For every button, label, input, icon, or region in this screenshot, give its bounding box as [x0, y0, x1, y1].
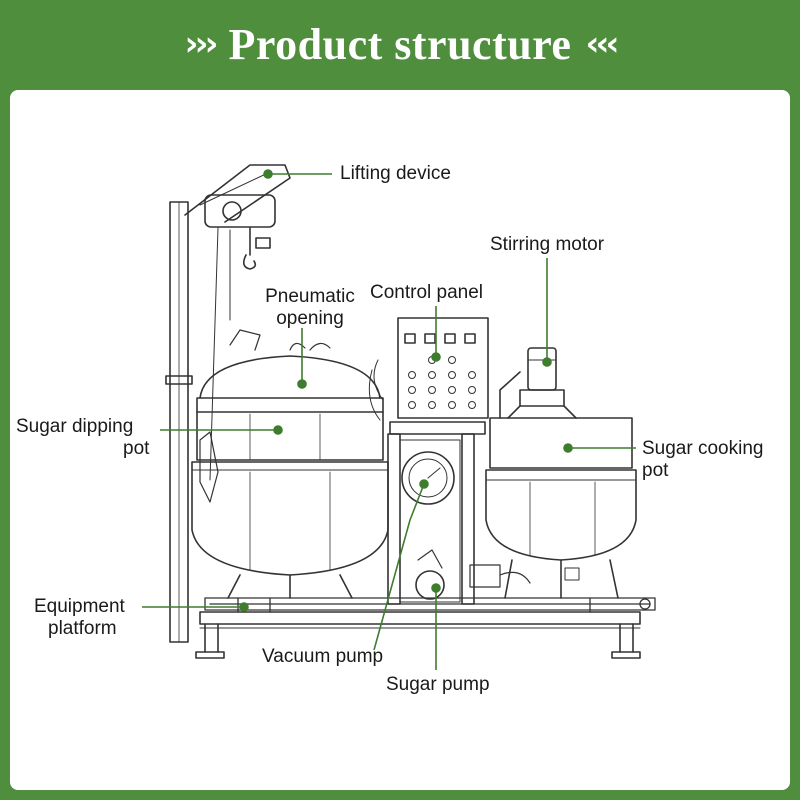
- label-sugar-pump: Sugar pump: [386, 674, 490, 695]
- machine-diagram: [142, 164, 656, 670]
- label-sugar-dipping-line1: Sugar dipping: [16, 416, 134, 437]
- control-cabinet-sketch: [368, 317, 489, 605]
- label-sugar-dipping-pot: Sugar dipping pot: [16, 416, 149, 460]
- label-pneumatic-line2: opening: [276, 308, 344, 329]
- page-title: ››› Product structure ‹‹‹: [184, 19, 619, 70]
- crane-mast: [165, 164, 291, 643]
- label-equipment-platform: Equipment platform: [34, 596, 125, 640]
- sugar-dipping-pot: [191, 329, 389, 599]
- label-equipment-line2: platform: [48, 618, 117, 639]
- label-vacuum-pump: Vacuum pump: [262, 646, 384, 667]
- diagram-panel: Lifting device Stirring motor Pneumatic …: [10, 90, 790, 790]
- label-lifting-device: Lifting device: [340, 163, 451, 184]
- leader-lines: [142, 169, 636, 670]
- vacuum-pump-sketch: [401, 451, 455, 505]
- label-sugar-dipping-line2: pot: [123, 438, 150, 459]
- piping: [209, 597, 651, 613]
- label-pneumatic-opening: Pneumatic opening: [250, 286, 370, 330]
- label-stirring-motor: Stirring motor: [490, 234, 605, 255]
- label-sugar-cooking-pot: Sugar cooking pot: [642, 438, 763, 482]
- stirring-motor-sketch: [499, 347, 577, 419]
- sugar-cooking-pot: [485, 417, 637, 599]
- label-pneumatic-line1: Pneumatic: [265, 286, 355, 307]
- chevrons-left-icon: ‹‹‹: [585, 24, 619, 64]
- label-sugar-cooking-line1: Sugar cooking: [642, 438, 764, 459]
- chevrons-right-icon: ›››: [184, 24, 218, 64]
- label-equipment-line1: Equipment: [34, 596, 125, 617]
- label-control-panel: Control panel: [370, 282, 484, 303]
- sugar-pump-sketch: [415, 549, 531, 600]
- header-bar: ››› Product structure ‹‹‹: [0, 0, 800, 88]
- title-text: Product structure: [228, 19, 572, 69]
- label-sugar-cooking-line2: pot: [642, 460, 669, 481]
